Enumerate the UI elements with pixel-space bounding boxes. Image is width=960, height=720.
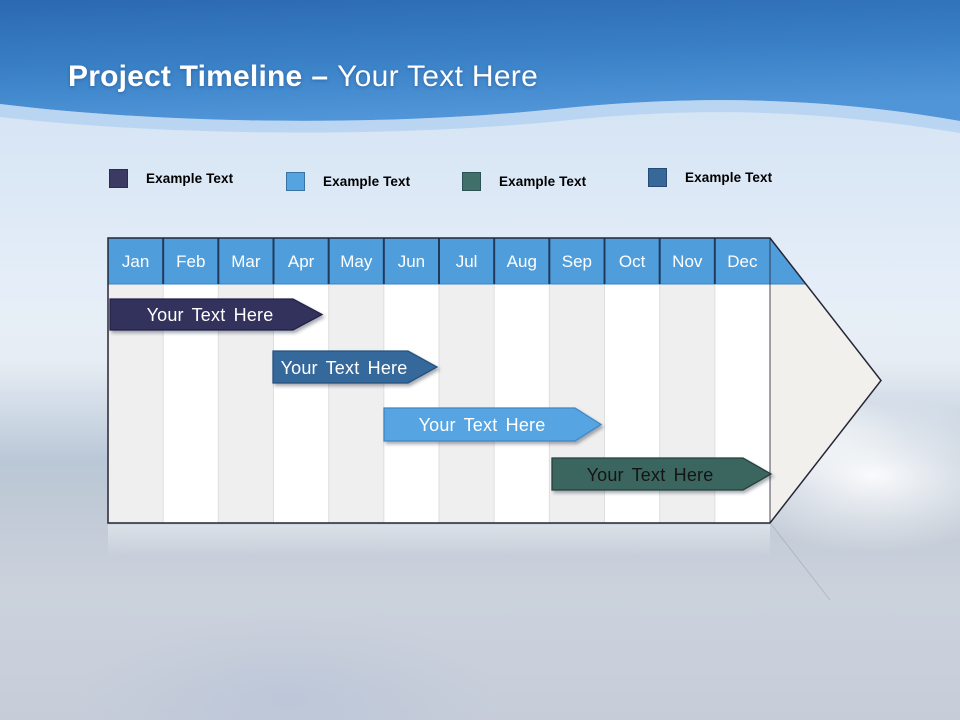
title-separator: – (311, 60, 329, 93)
task-bar-2: Your Text Here (272, 350, 439, 384)
month-separators (162, 238, 716, 284)
task-bar-1: Your Text Here (109, 298, 324, 331)
month-label: Sep (562, 252, 592, 271)
task-bar-shape (383, 407, 603, 442)
month-label: Nov (672, 252, 703, 271)
legend-item-2: Example Text (286, 171, 410, 191)
banner-fringe (0, 100, 960, 133)
legend-label: Example Text (685, 169, 773, 185)
banner-wave (0, 0, 960, 133)
banner-shape (0, 0, 960, 121)
month-label: Aug (507, 252, 537, 271)
title-primary: Project Timeline (68, 60, 303, 93)
month-label: May (340, 252, 373, 271)
legend-item-1: Example Text (109, 168, 233, 188)
legend-swatch-navy (109, 168, 128, 188)
month-label: Oct (619, 252, 646, 271)
title-secondary: Your Text Here (337, 60, 539, 93)
task-bar-3: Your Text Here (383, 407, 603, 442)
month-label: Jun (398, 252, 425, 271)
legend-swatch-teal (462, 171, 481, 191)
timeline-arrow-outline (107, 237, 882, 524)
legend-label: Example Text (499, 173, 587, 189)
month-label: Jul (456, 252, 478, 271)
month-label: Apr (288, 252, 315, 271)
task-bar-label: Your Text Here (419, 415, 546, 435)
month-label: Dec (727, 252, 758, 271)
task-bar-shape (551, 457, 773, 491)
legend-label: Example Text (323, 173, 411, 189)
task-bar-label: Your Text Here (281, 358, 408, 378)
legend-swatch-lightblue (286, 171, 305, 191)
timeline-arrow-head (770, 238, 881, 523)
month-label: Jan (122, 252, 149, 271)
task-bar-4: Your Text Here (551, 457, 773, 491)
month-labels: Jan Feb Mar Apr May Jun Jul Aug Sep Oct … (122, 252, 758, 271)
task-bar-shape (272, 350, 439, 384)
task-bars: Your Text Here Your Text Here Your Text … (109, 298, 773, 491)
month-label: Feb (176, 252, 205, 271)
slide-title: Project Timeline–Your Text Here (68, 60, 538, 102)
legend-item-3: Example Text (462, 171, 586, 191)
month-header-band (108, 238, 806, 284)
task-bar-label: Your Text Here (147, 305, 274, 325)
legend-swatch-steelblue (648, 167, 667, 187)
legend-item-4: Example Text (648, 167, 772, 187)
month-label: Mar (231, 252, 261, 271)
chart-reflection (108, 523, 831, 601)
task-bar-label: Your Text Here (587, 465, 714, 485)
task-bar-shape (109, 298, 324, 331)
legend-label: Example Text (146, 170, 234, 186)
